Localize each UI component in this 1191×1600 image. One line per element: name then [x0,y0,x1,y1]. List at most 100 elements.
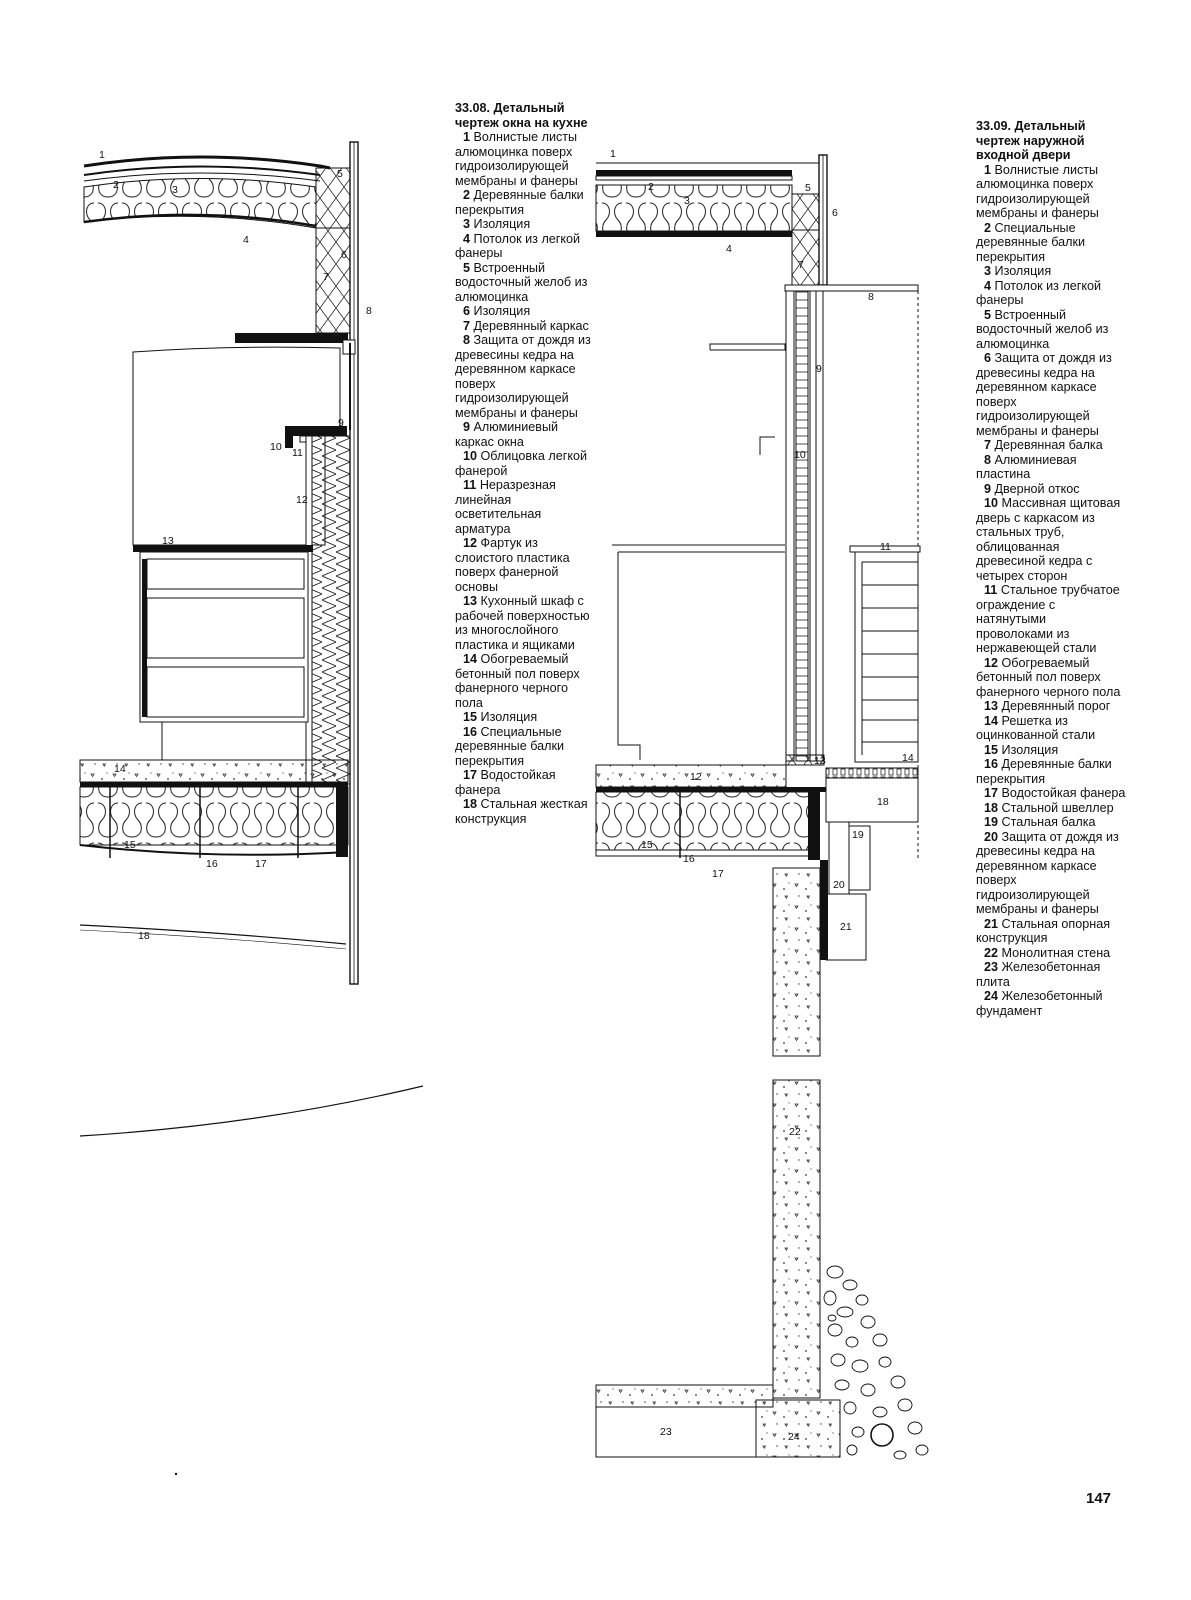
right-callout-11: 11 [880,541,891,553]
legend-item: 7 Деревянный каркас [455,319,595,334]
legend-item-number: 17 [984,786,999,800]
legend-item-text: Стальная жесткая конструкция [455,797,588,826]
right-callout-22: 22 [789,1126,801,1138]
left-callout-4: 4 [243,234,249,246]
legend-item: 17 Водостойкая фанера [976,786,1126,801]
right-callout-19: 19 [852,829,864,841]
legend-entrance-door: 33.09. Детальный чертеж наружной входной… [976,119,1126,1018]
right-callout-17: 17 [712,868,724,880]
legend-item: 11 Стальное трубчатое ограждение с натян… [976,583,1126,656]
legend-item-number: 10 [463,449,478,463]
legend-item: 16 Специальные деревянные балки перекрыт… [455,725,595,769]
legend-item-text: Фартук из слоистого пластика поверх фане… [455,536,570,594]
left-callout-5: 5 [337,168,343,180]
right-callout-15: 15 [641,839,653,851]
legend-item: 3 Изоляция [455,217,595,232]
legend-item-number: 2 [463,188,471,202]
right-callout-9: 9 [816,363,822,375]
legend-item-text: Неразрезная линейная осветительная армат… [455,478,556,536]
legend-item: 8 Защита от дождя из древесины кедра на … [455,333,595,420]
page-number: 147 [1086,1490,1112,1507]
legend-item-number: 4 [984,278,992,293]
legend-item-text: Деревянный порог [1001,699,1111,713]
legend-item-text: Потолок из легкой фанеры [976,278,1102,308]
legend-item-text: Массивная щитовая дверь с каркасом из ст… [976,496,1121,583]
legend-item: 13 Деревянный порог [976,699,1126,714]
legend-item-text: Деревянные балки перекрытия [455,188,584,217]
legend-item: 21 Стальная опорная конструкция [976,917,1126,946]
legend-item-text: Стальное трубчатое ограждение с натянуты… [976,583,1120,655]
legend-items: 1 Волнистые листы алюмоцинка поверх гидр… [976,163,1126,1019]
left-callout-6: 6 [341,249,347,261]
legend-item: 12 Фартук из слоистого пластика поверх ф… [455,536,595,594]
legend-item: 12 Обогреваемый бетонный пол поверх фане… [976,656,1126,700]
right-callout-21: 21 [840,921,852,933]
legend-item-text: Волнистые листы алюмоцинка поверх гидрои… [455,130,578,188]
legend-item-text: Водостойкая фанера [455,768,556,797]
legend-item: 8 Алюминиевая пластина [976,453,1126,482]
legend-item-number: 13 [984,699,999,713]
left-callout-9: 9 [338,417,344,429]
legend-item-text: Изоляция [473,304,531,318]
left-callout-17: 17 [255,858,267,870]
right-callout-5: 5 [805,182,811,194]
legend-item: 7 Деревянная балка [976,438,1126,453]
legend-item: 6 Изоляция [455,304,595,319]
right-callout-24: 24 [788,1431,800,1443]
right-callout-1: 1 [610,148,616,160]
legend-item: 15 Изоляция [455,710,595,725]
legend-item-text: Водостойкая фанера [1001,786,1126,800]
right-callout-4: 4 [726,243,732,255]
left-callout-14: 14 [114,763,126,775]
legend-kitchen-window: 33.08. Детальный чертеж окна на кухне 1 … [455,101,595,826]
legend-item-text: Изоляция [994,264,1052,278]
legend-item-number: 8 [463,333,471,347]
legend-item-text: Обогреваемый бетонный пол поверх фанерно… [976,655,1121,699]
left-callout-1: 1 [99,149,105,161]
right-callout-16: 16 [683,853,695,865]
legend-title: 33.08. Детальный чертеж окна на кухне [455,101,588,130]
legend-item: 18 Стальная жесткая конструкция [455,797,595,826]
legend-item-text: Монолитная стена [1001,945,1111,960]
right-callout-3: 3 [684,195,690,207]
legend-item: 5 Встроенный водосточный желоб из алюмоц… [976,308,1126,352]
legend-item-text: Деревянные балки перекрытия [976,757,1112,786]
legend-item-number: 1 [463,130,471,144]
legend-item-text: Алюминиевая пластина [976,452,1077,482]
legend-item-number: 13 [463,594,478,608]
legend-item-number: 22 [984,945,999,960]
legend-item-text: Волнистые листы алюмоцинка поверх гидрои… [976,162,1099,221]
legend-item: 2 Деревянные балки перекрытия [455,188,595,217]
legend-item: 2 Специальные деревянные балки перекрыти… [976,221,1126,265]
legend-item: 11 Неразрезная линейная осветительная ар… [455,478,595,536]
left-callout-15: 15 [124,839,136,851]
legend-item-text: Дверной откос [994,481,1080,496]
left-callout-12: 12 [296,494,308,506]
legend-item-text: Встроенный водосточный желоб из алюмоцин… [976,307,1109,351]
left-callout-2: 2 [113,179,119,191]
right-callout-12: 12 [690,771,702,783]
right-callout-20: 20 [833,879,845,891]
legend-item-text: Алюминиевый каркас окна [455,420,559,449]
legend-item-text: Железобетонная плита [976,960,1101,989]
right-callout-18: 18 [877,796,889,808]
legend-item-text: Облицовка легкой фанерой [455,449,588,478]
legend-item: 10 Облицовка легкой фанерой [455,449,595,478]
legend-item: 5 Встроенный водосточный желоб из алюмоц… [455,261,595,305]
legend-item: 6 Защита от дождя из древесины кедра на … [976,351,1126,438]
right-callout-8: 8 [868,291,874,303]
legend-item-text: Стальная балка [1001,815,1096,829]
legend-item: 23 Железобетонная плита [976,960,1126,989]
legend-item: 14 Обогреваемый бетонный пол поверх фане… [455,652,595,710]
legend-item: 22 Монолитная стена [976,946,1126,961]
legend-item-text: Специальные деревянные балки перекрытия [455,724,565,768]
right-callout-14: 14 [902,752,914,764]
legend-item: 9 Алюминиевый каркас окна [455,420,595,449]
legend-item-number: 4 [463,231,471,246]
legend-item-number: 18 [984,800,999,815]
left-callout-13: 13 [162,535,174,547]
right-drawing [595,154,929,1460]
legend-item-number: 21 [984,916,999,931]
legend-item: 1 Волнистые листы алюмоцинка поверх гидр… [455,130,595,188]
